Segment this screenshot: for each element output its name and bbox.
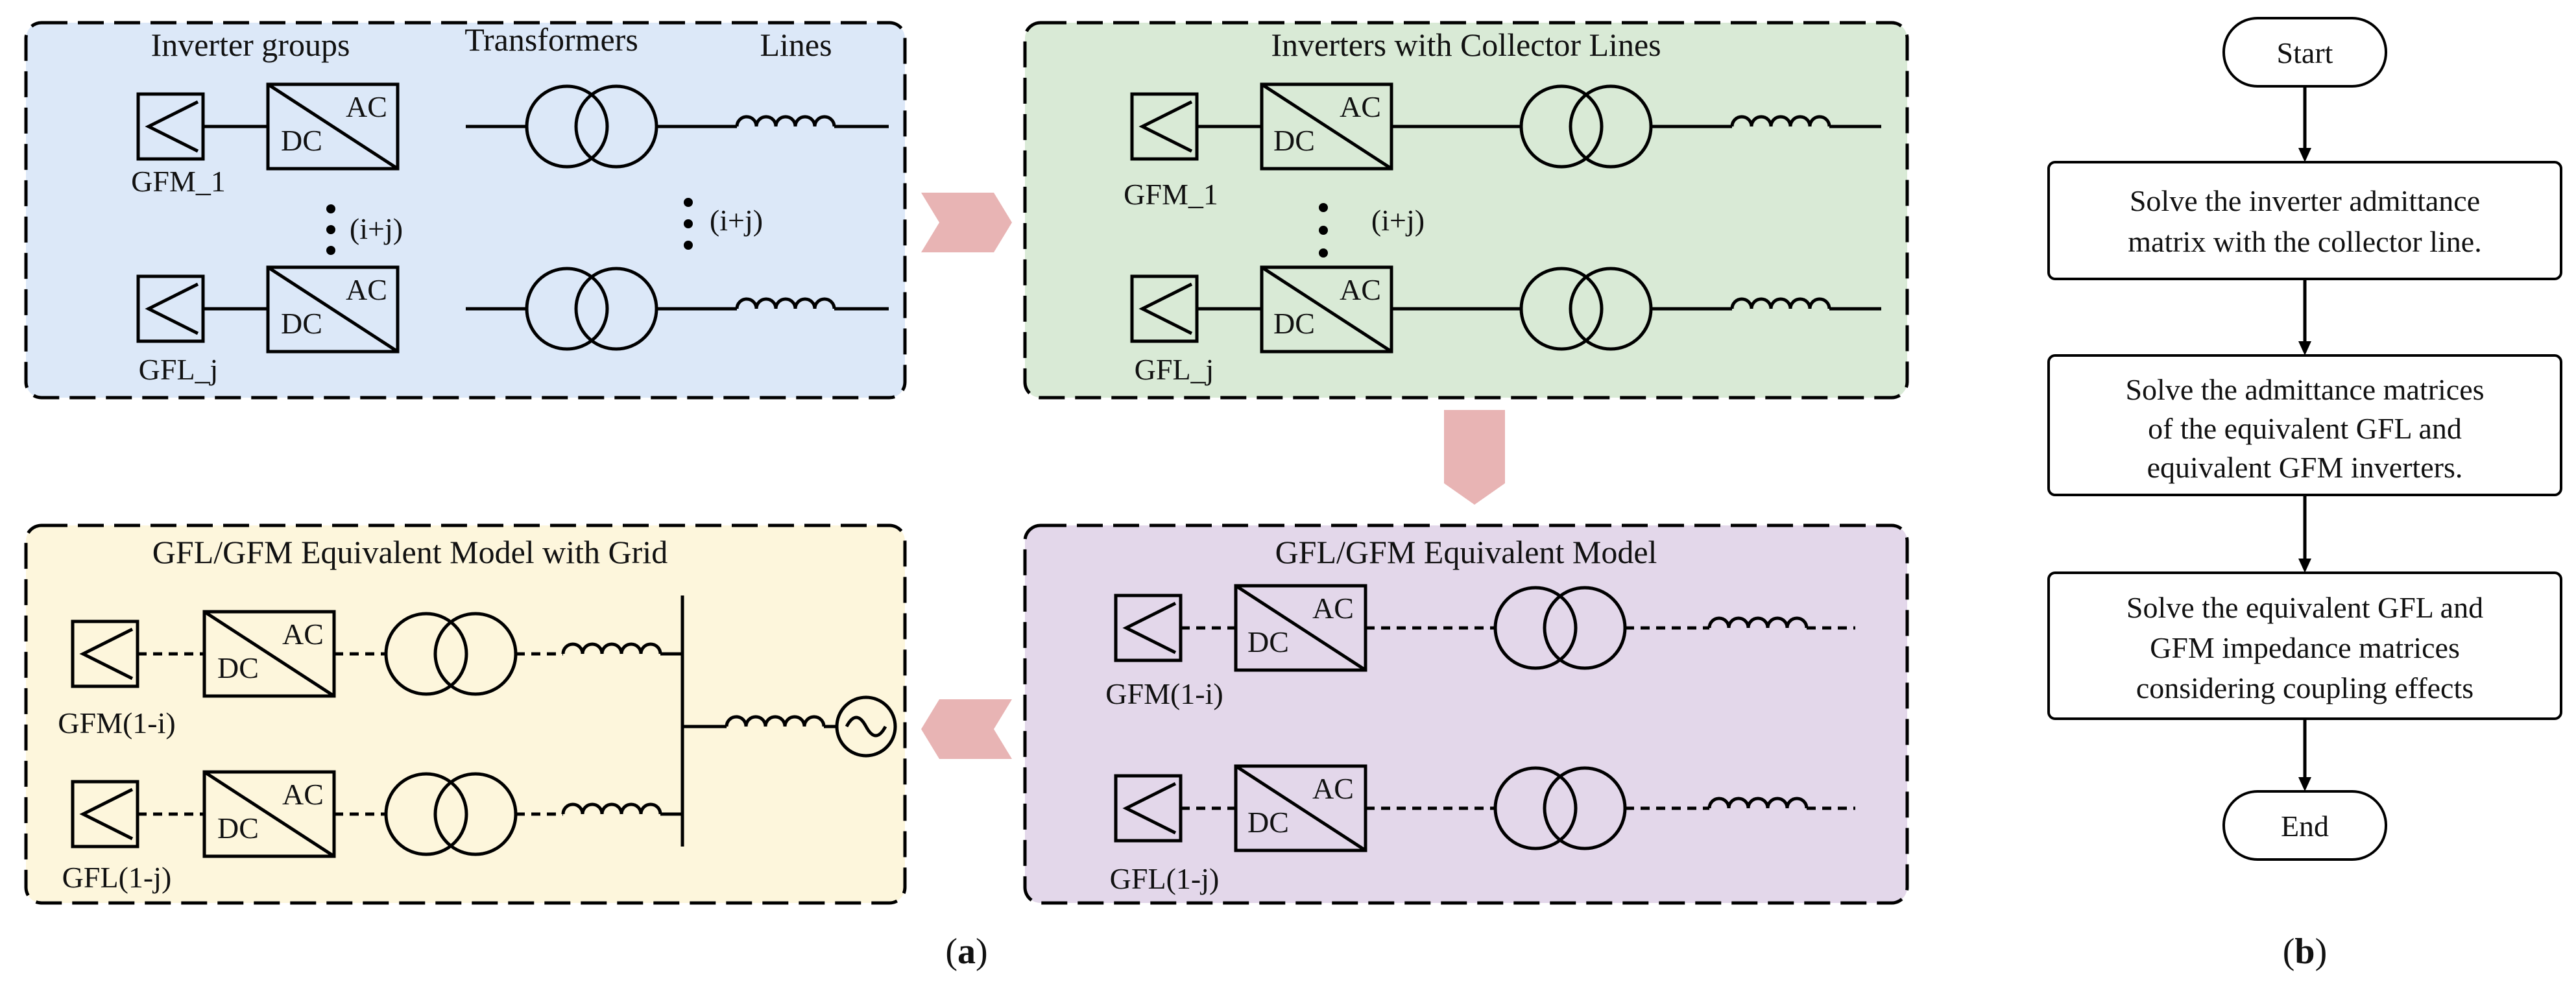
header-lines: Lines	[760, 27, 832, 63]
panel-equivalent-model-grid: GFL/GFM Equivalent Model with Grid AC DC…	[24, 523, 907, 905]
ac-label: AC	[282, 778, 324, 811]
flow-step-line: Solve the inverter admittance	[2130, 184, 2480, 217]
inverter-label: GFL_j	[139, 353, 219, 386]
flow-step-line: of the equivalent GFL and	[2148, 412, 2462, 445]
dc-label: DC	[1273, 124, 1315, 157]
flow-step-line: Solve the equivalent GFL and	[2126, 591, 2483, 624]
end-label: End	[2281, 810, 2329, 843]
inverter-label: GFL(1-j)	[62, 861, 172, 894]
dc-label: DC	[217, 651, 259, 684]
panel-equivalent-model: GFL/GFM Equivalent Model AC DC GFM(1-i) …	[1023, 523, 1909, 905]
dc-label: DC	[281, 124, 322, 157]
count-label: (i+j)	[710, 204, 763, 237]
count-label: (i+j)	[350, 212, 403, 245]
dc-label: DC	[1273, 307, 1315, 340]
header-inverter-groups: Inverter groups	[151, 27, 350, 63]
inverter-label: GFL_j	[1135, 353, 1214, 386]
inverter-label: GFM(1-i)	[58, 706, 175, 740]
start-label: Start	[2277, 36, 2333, 69]
ac-label: AC	[1312, 772, 1354, 805]
arrow-left-icon	[921, 699, 1012, 759]
dc-label: DC	[1247, 625, 1289, 658]
caption-b: (b)	[2283, 932, 2327, 972]
header-transformers: Transformers	[464, 21, 638, 58]
inverter-label: GFL(1-j)	[1110, 862, 1220, 895]
caption-a: (a)	[945, 932, 987, 972]
dc-label: DC	[217, 812, 259, 845]
flow-step	[2047, 161, 2562, 280]
panel-title: Inverters with Collector Lines	[1271, 27, 1661, 63]
flow-step-line: matrix with the collector line.	[2128, 225, 2481, 258]
ac-label: AC	[1340, 90, 1381, 123]
ac-label: AC	[1340, 273, 1381, 306]
inverter-label: GFM_1	[1124, 178, 1218, 211]
flow-step-line: Solve the admittance matrices	[2125, 373, 2484, 406]
panel-inverter-groups: Inverter groups Transformers Lines AC DC…	[24, 21, 907, 400]
ac-label: AC	[282, 618, 324, 651]
dc-label: DC	[281, 307, 322, 340]
flowchart: Start Solve the inverter admittance matr…	[2047, 17, 2562, 861]
count-label: (i+j)	[1371, 204, 1425, 237]
panel-title: GFL/GFM Equivalent Model	[1275, 534, 1657, 570]
ac-label: AC	[1312, 592, 1354, 625]
ac-label: AC	[346, 273, 387, 306]
dc-label: DC	[1247, 806, 1289, 839]
ac-source-icon	[835, 695, 897, 758]
ac-label: AC	[346, 90, 387, 123]
inverter-label: GFM(1-i)	[1105, 677, 1223, 710]
flow-step-line: GFM impedance matrices	[2150, 631, 2460, 664]
arrow-down-icon	[1444, 410, 1505, 505]
panel-inverters-collector-lines: Inverters with Collector Lines AC DC GFM…	[1023, 21, 1909, 400]
panel-title: GFL/GFM Equivalent Model with Grid	[152, 534, 668, 570]
inverter-label: GFM_1	[131, 165, 226, 198]
arrow-right-icon	[921, 193, 1012, 252]
flow-step-line: considering coupling effects	[2136, 671, 2474, 704]
flow-step-line: equivalent GFM inverters.	[2147, 451, 2463, 484]
end-node	[2222, 790, 2387, 861]
